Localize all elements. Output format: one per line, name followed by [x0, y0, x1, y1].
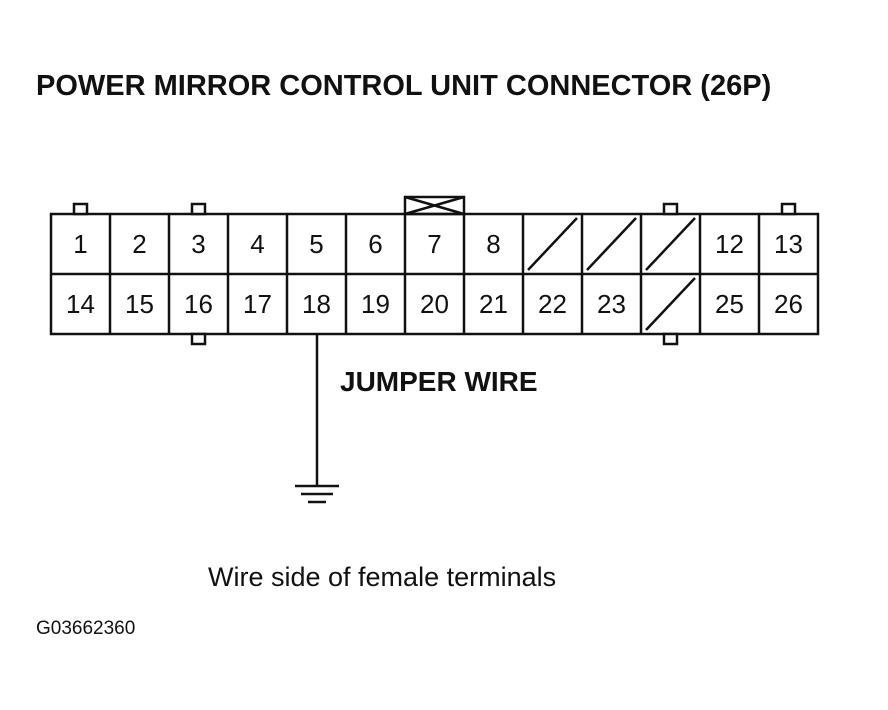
terminal-13: 13	[774, 229, 803, 259]
locking-tab-top	[72, 202, 89, 216]
diagram-caption: Wire side of female terminals	[208, 562, 557, 592]
terminal-7: 7	[427, 229, 441, 259]
terminal-14: 14	[66, 289, 95, 319]
terminal-3: 3	[191, 229, 205, 259]
terminal-2: 2	[132, 229, 146, 259]
locking-tab-top	[780, 202, 797, 216]
terminal-17: 17	[243, 289, 272, 319]
jumper-wire-label: JUMPER WIRE	[340, 366, 538, 397]
terminal-19: 19	[361, 289, 390, 319]
unused-terminal-slash	[586, 217, 637, 271]
unused-terminal-slash	[527, 217, 578, 271]
connector-locking-tabs	[72, 202, 797, 346]
locking-tab-bottom	[190, 332, 207, 346]
terminal-26: 26	[774, 289, 803, 319]
figure-id: G03662360	[36, 618, 136, 639]
locking-tab-bottom	[662, 332, 679, 346]
terminal-6: 6	[368, 229, 382, 259]
terminal-4: 4	[250, 229, 264, 259]
diagram-title: POWER MIRROR CONTROL UNIT CONNECTOR (26P…	[36, 70, 772, 102]
ground-symbol-icon	[295, 484, 339, 504]
terminal-23: 23	[597, 289, 626, 319]
locking-tab-top	[190, 202, 207, 216]
connector-column-dividers	[108, 214, 761, 334]
locking-tab-top	[662, 202, 679, 216]
unused-terminal-slash	[645, 217, 696, 271]
unused-terminal-slash	[645, 277, 696, 331]
terminal-12: 12	[715, 229, 744, 259]
terminal-15: 15	[125, 289, 154, 319]
terminal-20: 20	[420, 289, 449, 319]
terminal-22: 22	[538, 289, 567, 319]
terminal-5: 5	[309, 229, 323, 259]
terminal-1: 1	[73, 229, 87, 259]
connector-key-mark	[403, 195, 466, 216]
terminal-16: 16	[184, 289, 213, 319]
terminal-25: 25	[715, 289, 744, 319]
terminal-18: 18	[302, 289, 331, 319]
terminal-21: 21	[479, 289, 508, 319]
terminal-8: 8	[486, 229, 500, 259]
